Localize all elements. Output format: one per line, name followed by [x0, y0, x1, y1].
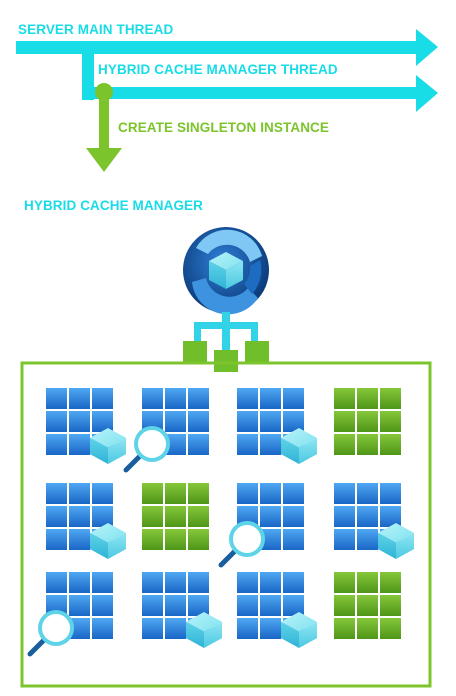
cache-grid-tile: [334, 572, 401, 639]
search-magnifier-icon: [218, 521, 265, 568]
cache-grid-tile: [142, 483, 209, 550]
cache-cube-icon: [281, 612, 317, 648]
hybrid-cache-manager-thread-label: HYBRID CACHE MANAGER THREAD: [98, 62, 338, 77]
cache-grid-tile: [142, 572, 209, 639]
hybrid-cache-manager-thread-arrow: [82, 48, 438, 112]
cache-cube-icon: [90, 428, 126, 464]
search-magnifier-icon: [123, 426, 170, 473]
cache-cube-icon: [281, 428, 317, 464]
cache-container: [20, 361, 432, 688]
cache-tiles-grid: [27, 388, 414, 657]
cache-cube-icon: [90, 523, 126, 559]
cache-grid-tile: [46, 388, 113, 455]
cache-grid-tile: [334, 388, 401, 455]
cache-cube-icon: [186, 612, 222, 648]
search-magnifier-icon: [27, 610, 74, 657]
server-main-thread-arrow: [16, 29, 438, 66]
hybrid-cache-manager-label: HYBRID CACHE MANAGER: [24, 198, 204, 213]
create-singleton-arrow: [86, 83, 122, 172]
connector-tree: [183, 312, 269, 372]
server-main-thread-label: SERVER MAIN THREAD: [18, 22, 174, 37]
azure-cache-orb-icon: [183, 227, 269, 315]
cache-cube-icon: [378, 523, 414, 559]
create-singleton-instance-label: CREATE SINGLETON INSTANCE: [118, 120, 330, 135]
